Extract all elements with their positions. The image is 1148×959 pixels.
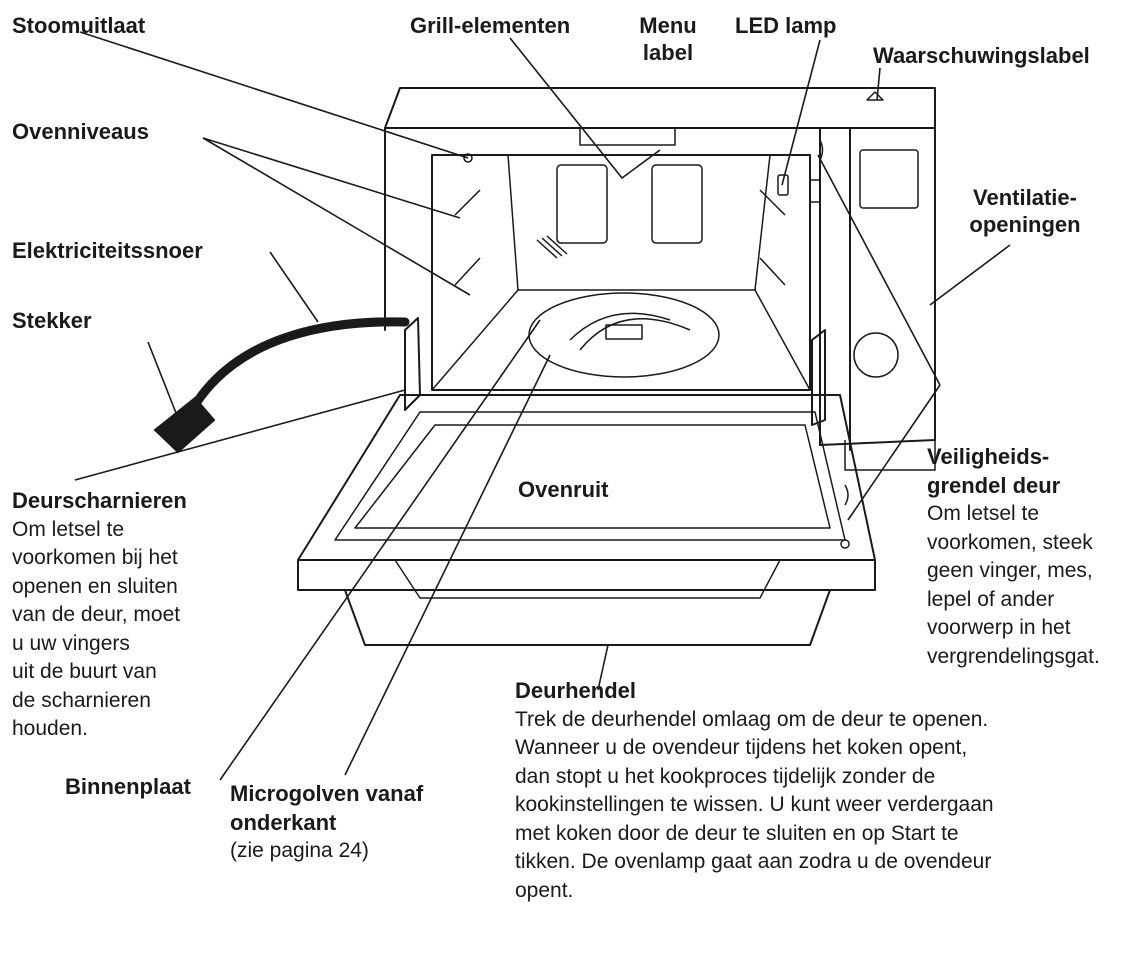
deurhendel-line-3: dan stopt u het kookproces tijdelijk zon… [515, 764, 936, 788]
label-menu-label: Menu label [628, 12, 708, 66]
ventilatie-line-1: Ventilatie- [973, 185, 1077, 210]
label-led-lamp: LED lamp [735, 13, 837, 38]
led-lamp [777, 174, 789, 196]
vent-grille [536, 235, 568, 259]
turntable-plate [528, 292, 720, 378]
deurhendel-block: Deurhendel Trek de deurhendel omlaag om … [515, 677, 1145, 905]
label-ovenruit: Ovenruit [518, 477, 609, 502]
grendel-line-5: voorwerp in het [927, 616, 1071, 639]
scharnieren-line-1: Om letsel te [12, 517, 125, 541]
label-stekker: Stekker [12, 308, 92, 333]
plate-logo [605, 324, 643, 340]
ventilatie-line-2: openingen [969, 212, 1081, 237]
menu-label-line-1: Menu [639, 13, 697, 38]
scharnieren-line-6: uit de buurt van [12, 660, 157, 683]
steam-outlet [463, 153, 473, 163]
grill-element-left [556, 164, 608, 244]
label-binnenplaat: Binnenplaat [65, 774, 191, 799]
display-window [859, 149, 919, 209]
grendel-line-3: geen vinger, mes, [927, 559, 1093, 582]
deurhendel-line-1: Trek de deurhendel omlaag om de deur te … [515, 707, 989, 731]
label-stoomuitlaat: Stoomuitlaat [12, 13, 146, 38]
oven-door [297, 394, 876, 646]
microgolven-block: Microgolven vanaf onderkant (zie pagina … [230, 780, 500, 866]
shelf-rail-right [759, 189, 786, 286]
shelf-rail-left [454, 189, 481, 286]
label-grill-elementen: Grill-elementen [410, 13, 571, 38]
label-waarschuwingslabel: Waarschuwingslabel [873, 43, 1090, 68]
door-latch-hook [840, 484, 850, 549]
menu-label-line-2: label [642, 40, 694, 65]
scharnieren-title: Deurscharnieren [12, 488, 187, 513]
warning-label-triangle [866, 91, 884, 101]
scharnieren-line-3: openen en sluiten [12, 574, 178, 598]
grendel-line-1: Om letsel te [927, 502, 1040, 525]
label-ventilatieopeningen: Ventilatie- openingen [955, 184, 1095, 238]
label-elektriciteitssnoer: Elektriciteitssnoer [12, 238, 203, 263]
latch-upper [819, 139, 824, 161]
scharnieren-line-2: voorkomen bij het [12, 546, 178, 569]
menu-label-plate [579, 127, 676, 146]
grendel-title-2: grendel deur [927, 472, 1061, 498]
grendel-line-2: voorkomen, steek [927, 530, 1093, 554]
microgolven-line-1: Microgolven vanaf [230, 781, 424, 806]
microgolven-ref: (zie pagina 24) [230, 839, 369, 862]
control-panel [809, 91, 919, 378]
grendel-block: Veiligheids- grendel deur Om letsel te v… [927, 443, 1147, 671]
control-knob [853, 332, 899, 378]
deurhendel-line-4: kookinstellingen te wissen. U kunt weer … [515, 793, 994, 816]
deurhendel-line-6: tikken. De ovenlamp gaat aan zodra u de … [515, 850, 992, 873]
grendel-title-1: Veiligheids- [927, 444, 1050, 469]
plug [153, 396, 216, 454]
oven-cavity [431, 127, 811, 391]
deurhendel-line-2: Wanneer u de ovendeur tijdens het koken … [515, 736, 968, 759]
deurhendel-title: Deurhendel [515, 678, 637, 703]
grendel-line-6: vergrendelingsgat. [927, 644, 1100, 668]
scharnieren-line-7: de scharnieren [12, 688, 151, 712]
grendel-line-4: lepel of ander [927, 587, 1055, 611]
scharnieren-line-4: van de deur, moet [12, 603, 181, 626]
microgolven-line-2: onderkant [230, 809, 337, 835]
grill-element-right [651, 164, 703, 244]
door-hinges [404, 317, 826, 426]
label-ovenniveaus: Ovenniveaus [12, 119, 149, 144]
power-cord [153, 317, 410, 454]
door-latch-slot [809, 179, 821, 203]
scharnieren-line-5: u uw vingers [12, 631, 130, 655]
leader-lines [74, 31, 1011, 781]
scharnieren-line-8: houden. [12, 717, 88, 740]
deurhendel-line-5: met koken door de deur te sluiten en op … [515, 821, 959, 845]
deurhendel-line-7: opent. [515, 878, 574, 902]
scharnieren-block: Deurscharnieren Om letsel te voorkomen b… [12, 487, 262, 744]
